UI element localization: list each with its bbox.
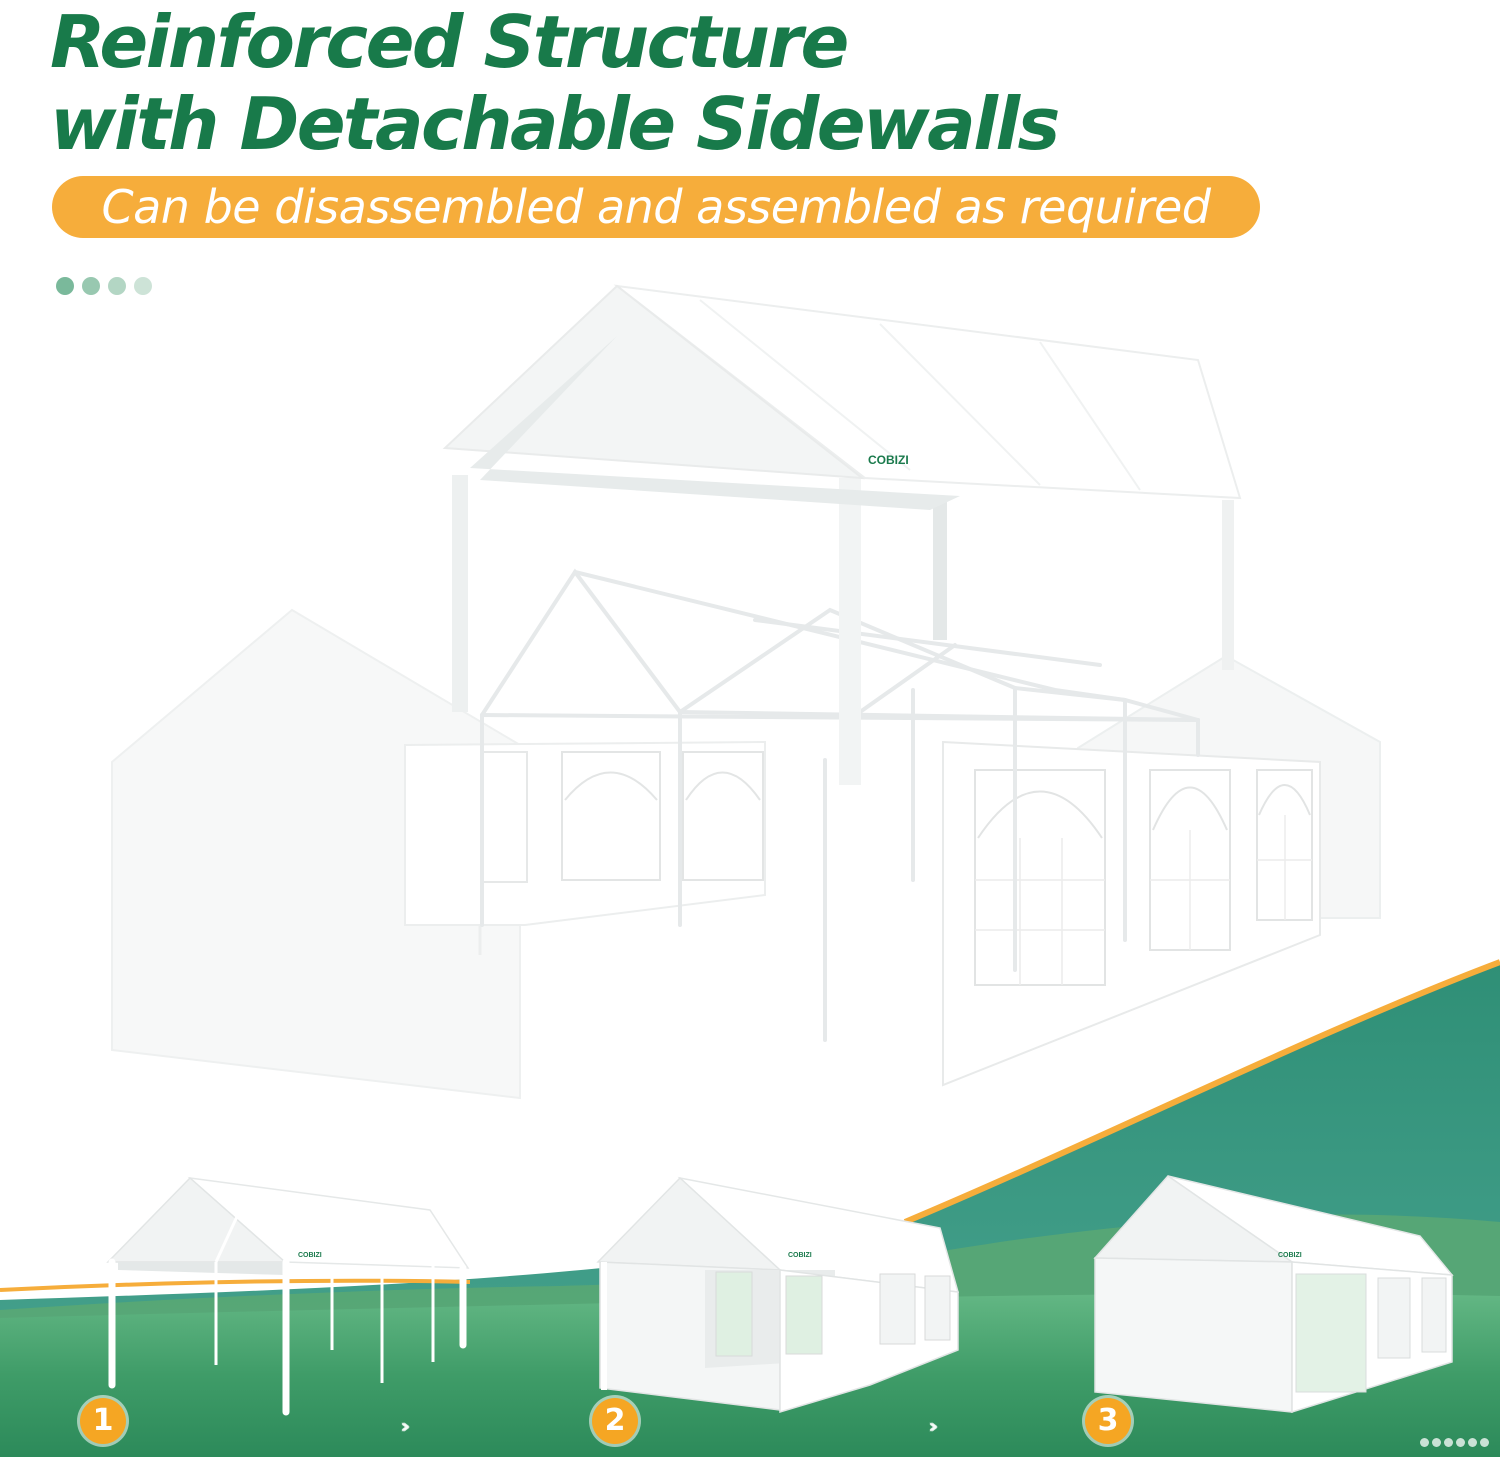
slide-dot	[1432, 1438, 1441, 1447]
progress-dot	[56, 277, 74, 295]
slide-dot	[1468, 1438, 1477, 1447]
progress-dot	[82, 277, 100, 295]
slide-dot	[1444, 1438, 1453, 1447]
headline-line-1: Reinforced Structure	[50, 0, 849, 84]
progress-dot	[108, 277, 126, 295]
slide-dot	[1420, 1438, 1429, 1447]
step-3-enclosed	[1093, 1175, 1454, 1414]
steel-frame	[480, 568, 1200, 1042]
subtitle-banner: Can be disassembled and assembled as req…	[52, 176, 1260, 238]
slide-dot	[1456, 1438, 1465, 1447]
brand-logo-main: COBIZI	[868, 453, 909, 467]
step-badge-2: 2	[592, 1398, 638, 1444]
step-2-partial-walls	[596, 1176, 960, 1414]
step-1-canopy	[106, 1176, 470, 1416]
triple-chevron-right-icon: ›››	[400, 1414, 410, 1438]
brand-logo-step-3: COBIZI	[1278, 1252, 1302, 1259]
step-badge-1: 1	[80, 1398, 126, 1444]
progress-dot	[134, 277, 152, 295]
slide-dot	[1480, 1438, 1489, 1447]
back-sidewall	[404, 740, 766, 926]
headline-line-2: with Detachable Sidewalls	[50, 82, 1060, 166]
front-sidewall	[942, 740, 1321, 1087]
brand-logo-step-1: COBIZI	[298, 1252, 322, 1259]
triple-chevron-right-icon: ›››	[928, 1414, 938, 1438]
roof-canopy	[442, 284, 1242, 785]
brand-logo-step-2: COBIZI	[788, 1252, 812, 1259]
step-badge-3: 3	[1085, 1398, 1131, 1444]
